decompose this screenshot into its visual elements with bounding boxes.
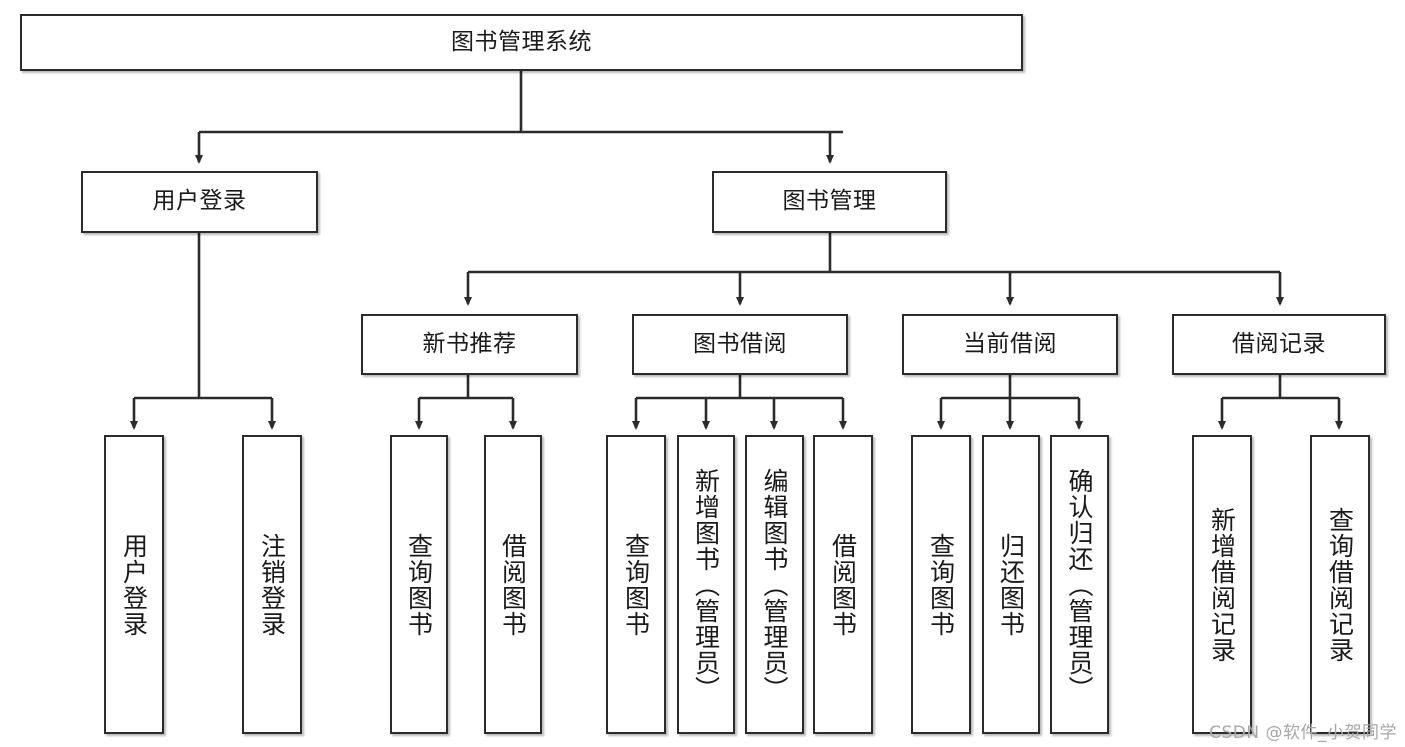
node-new-book-recommend-label: 新书推荐 (422, 330, 517, 357)
watermark-text: CSDN @软件_小贺同学 (1209, 723, 1397, 743)
node-book-borrow[interactable]: 图书借阅 (632, 314, 848, 375)
node-new-book-recommend[interactable]: 新书推荐 (361, 314, 578, 375)
leaf-book-borrow-query-book[interactable]: 查询图书 (606, 435, 666, 734)
node-borrow-record[interactable]: 借阅记录 (1172, 314, 1386, 375)
node-book-management-label: 图书管理 (782, 188, 877, 215)
node-current-borrow-label: 当前借阅 (963, 330, 1057, 357)
leaf-borrow-record-query-record-label: 查询借阅记录 (1325, 506, 1355, 663)
node-book-borrow-label: 图书借阅 (693, 330, 787, 357)
node-user-login-label: 用户登录 (152, 188, 247, 215)
leaf-book-borrow-edit-book-label: 编辑图书（管理员） (760, 467, 789, 702)
node-root-label: 图书管理系统 (451, 28, 592, 55)
leaf-user-login-login-label: 用户登录 (119, 532, 149, 637)
leaf-borrow-record-add-record-label: 新增借阅记录 (1207, 506, 1237, 663)
leaf-book-borrow-edit-book[interactable]: 编辑图书（管理员） (745, 435, 804, 734)
leaf-current-borrow-query-book-label: 查询图书 (926, 532, 956, 637)
leaf-borrow-record-query-record[interactable]: 查询借阅记录 (1310, 435, 1370, 734)
leaf-current-borrow-query-book[interactable]: 查询图书 (911, 435, 971, 734)
node-user-login[interactable]: 用户登录 (81, 171, 318, 233)
leaf-current-borrow-confirm-return-label: 确认归还（管理员） (1065, 467, 1094, 702)
leaf-book-borrow-add-book-label: 新增图书（管理员） (691, 467, 721, 702)
leaf-book-borrow-add-book[interactable]: 新增图书（管理员） (677, 435, 735, 734)
leaf-current-borrow-return-book[interactable]: 归还图书 (982, 435, 1040, 734)
leaf-book-borrow-borrow-book-label: 借阅图书 (828, 532, 858, 637)
leaf-new-book-borrow-book-label: 借阅图书 (498, 532, 528, 637)
leaf-current-borrow-return-book-label: 归还图书 (996, 532, 1026, 637)
leaf-new-book-borrow-book[interactable]: 借阅图书 (484, 435, 542, 734)
leaf-user-login-logout[interactable]: 注销登录 (242, 435, 302, 734)
leaf-current-borrow-confirm-return[interactable]: 确认归还（管理员） (1050, 435, 1109, 734)
leaf-user-login-login[interactable]: 用户登录 (104, 435, 164, 734)
leaf-book-borrow-query-book-label: 查询图书 (621, 532, 651, 637)
leaf-book-borrow-borrow-book[interactable]: 借阅图书 (813, 435, 873, 734)
node-root[interactable]: 图书管理系统 (20, 14, 1023, 71)
leaf-borrow-record-add-record[interactable]: 新增借阅记录 (1192, 435, 1252, 734)
leaf-new-book-query-book-label: 查询图书 (404, 532, 434, 637)
node-book-management[interactable]: 图书管理 (712, 171, 947, 233)
leaf-new-book-query-book[interactable]: 查询图书 (390, 435, 448, 734)
node-current-borrow[interactable]: 当前借阅 (902, 314, 1118, 375)
node-borrow-record-label: 借阅记录 (1232, 330, 1326, 357)
leaf-user-login-logout-label: 注销登录 (257, 532, 287, 637)
